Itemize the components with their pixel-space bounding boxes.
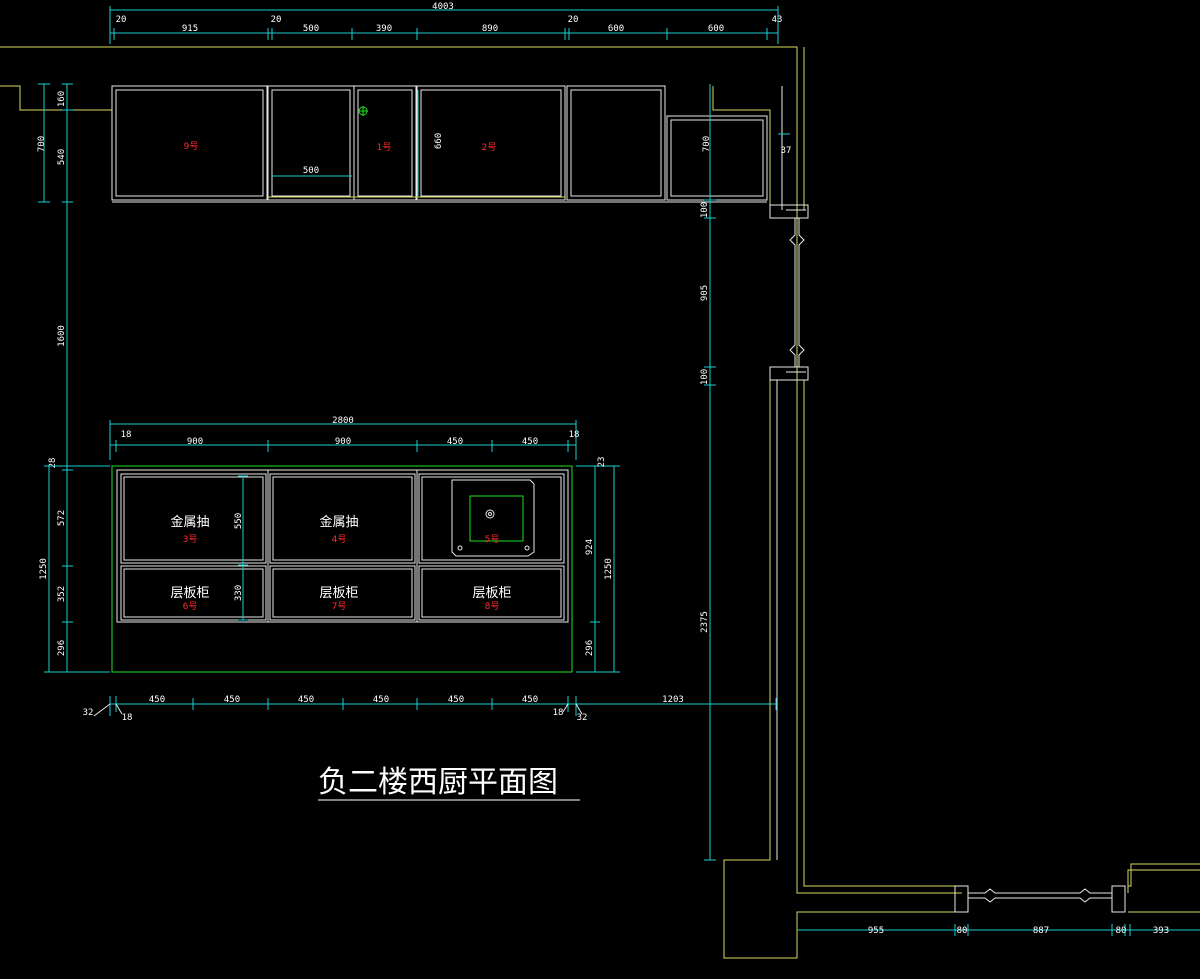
cabinet-number-1: 1号 <box>377 142 392 153</box>
cell-number-5: 5号 <box>485 534 500 545</box>
cell-number-7: 7号 <box>332 601 347 612</box>
cabinet-number-2: 2号 <box>482 142 497 153</box>
dim-island-bottom-2: 450 <box>224 695 240 705</box>
dim-island-top-2: 900 <box>335 437 351 447</box>
top-dimension-lines <box>109 6 779 44</box>
dim-bottom-window-1: 955 <box>868 926 884 936</box>
cell-number-6: 6号 <box>183 601 198 612</box>
bottom-window-dimension-lines <box>797 924 1200 936</box>
dim-bottom-window-4: 80 <box>1116 926 1127 936</box>
bottom-window <box>954 885 1126 913</box>
dim-top-total: 4003 <box>432 2 454 12</box>
dim-island-edge-left: 18 <box>121 430 132 440</box>
dim-island-inner-lower: 330 <box>234 585 244 601</box>
right-window <box>769 204 809 381</box>
dim-top-10: 43 <box>772 15 783 25</box>
cell-label-6: 层板柜 <box>170 586 209 601</box>
dim-island-bottom-left-a: 32 <box>83 708 94 718</box>
cell-label-3: 金属抽 <box>170 514 209 530</box>
dim-island-bottom-left-b: 18 <box>122 713 133 723</box>
dim-island-bottom-right-b: 32 <box>577 713 588 723</box>
dim-island-left-total: 1250 <box>39 558 49 580</box>
dim-top-2: 915 <box>182 24 198 34</box>
dim-island-right-1: 924 <box>585 539 595 555</box>
dim-island-top-4: 450 <box>522 437 538 447</box>
dim-island-right-total: 1250 <box>604 558 614 580</box>
dim-top-1: 20 <box>116 15 127 25</box>
dim-left-span: 1600 <box>57 325 67 347</box>
dim-right-1: 100 <box>700 202 710 218</box>
dim-right-2: 905 <box>700 285 710 301</box>
dim-island-bottom-extension: 1203 <box>662 695 684 705</box>
island-bottom-dimension-lines <box>93 696 777 717</box>
dim-bottom-window-2: 80 <box>957 926 968 936</box>
dim-upper-right-height: 700 <box>702 136 712 152</box>
cell-number-4: 4号 <box>332 534 347 545</box>
dim-island-bottom-6: 450 <box>522 695 538 705</box>
dim-island-top-3: 450 <box>447 437 463 447</box>
dim-island-bottom-4: 450 <box>373 695 389 705</box>
island-right-dimension-lines <box>576 465 620 673</box>
dim-island-bottom-3: 450 <box>298 695 314 705</box>
dim-island-left-1: 572 <box>57 510 67 526</box>
drawing-title: 负二楼西厨平面图 <box>318 765 558 800</box>
dim-upper-inner-height: 660 <box>434 133 444 149</box>
dim-top-5: 390 <box>376 24 392 34</box>
dim-island-right-2: 296 <box>585 640 595 656</box>
dim-island-left-2: 352 <box>57 586 67 602</box>
dim-upper-right-gap: 37 <box>781 146 792 156</box>
dim-top-4: 500 <box>303 24 319 34</box>
dim-island-right-top: 23 <box>597 457 607 468</box>
dim-island-bottom-1: 450 <box>149 695 165 705</box>
dim-top-7: 20 <box>568 15 579 25</box>
dim-upper-top: 160 <box>57 91 67 107</box>
cell-number-8: 8号 <box>485 601 500 612</box>
dim-island-bottom-5: 450 <box>448 695 464 705</box>
dim-island-edge-right: 18 <box>569 430 580 440</box>
dim-island-top-1: 900 <box>187 437 203 447</box>
dim-left-offset: 28 <box>48 458 58 469</box>
dim-upper-inner-width: 500 <box>303 166 319 176</box>
upper-side-dimension-lines <box>38 83 790 861</box>
cabinet-number-9: 9号 <box>184 141 199 152</box>
cell-label-8: 层板柜 <box>472 586 511 601</box>
cell-label-4: 金属抽 <box>319 514 358 530</box>
dim-bottom-window-3: 887 <box>1033 926 1049 936</box>
dim-island-bottom-right-a: 18 <box>553 708 564 718</box>
island-top-dimension-lines <box>109 420 577 460</box>
dim-top-8: 600 <box>608 24 624 34</box>
dim-island-left-3: 296 <box>57 640 67 656</box>
dim-upper-body: 540 <box>57 149 67 165</box>
dim-top-6: 890 <box>482 24 498 34</box>
dim-island-inner-upper: 550 <box>234 513 244 529</box>
cell-number-3: 3号 <box>183 534 198 545</box>
island-cabinet <box>111 465 573 673</box>
dim-right-4: 2375 <box>700 611 710 633</box>
walls <box>0 46 1200 959</box>
dim-top-3: 20 <box>271 15 282 25</box>
dim-bottom-window-5: 393 <box>1153 926 1169 936</box>
upper-cabinets <box>111 85 768 203</box>
dim-island-total: 2800 <box>332 416 354 426</box>
dim-right-3: 100 <box>700 369 710 385</box>
dim-upper-height: 700 <box>37 136 47 152</box>
cell-label-7: 层板柜 <box>319 586 358 601</box>
dim-top-9: 600 <box>708 24 724 34</box>
island-left-dimension-lines <box>44 465 110 673</box>
